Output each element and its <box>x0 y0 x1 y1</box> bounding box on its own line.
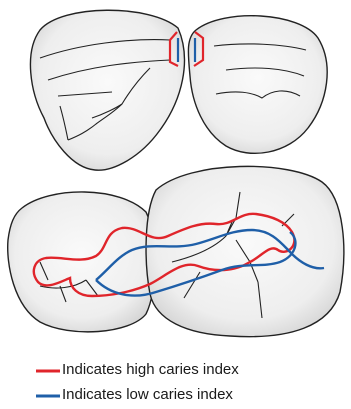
lower-right-tooth <box>146 166 344 336</box>
legend-item-high: Indicates high caries index <box>62 361 351 378</box>
legend-label-high: Indicates high caries index <box>62 361 239 378</box>
lower-left-tooth <box>8 192 155 332</box>
upper-left-tooth <box>30 10 184 170</box>
upper-right-tooth <box>188 16 327 154</box>
legend-item-low: Indicates low caries index <box>62 386 351 403</box>
legend-label-low: Indicates low caries index <box>62 386 233 403</box>
